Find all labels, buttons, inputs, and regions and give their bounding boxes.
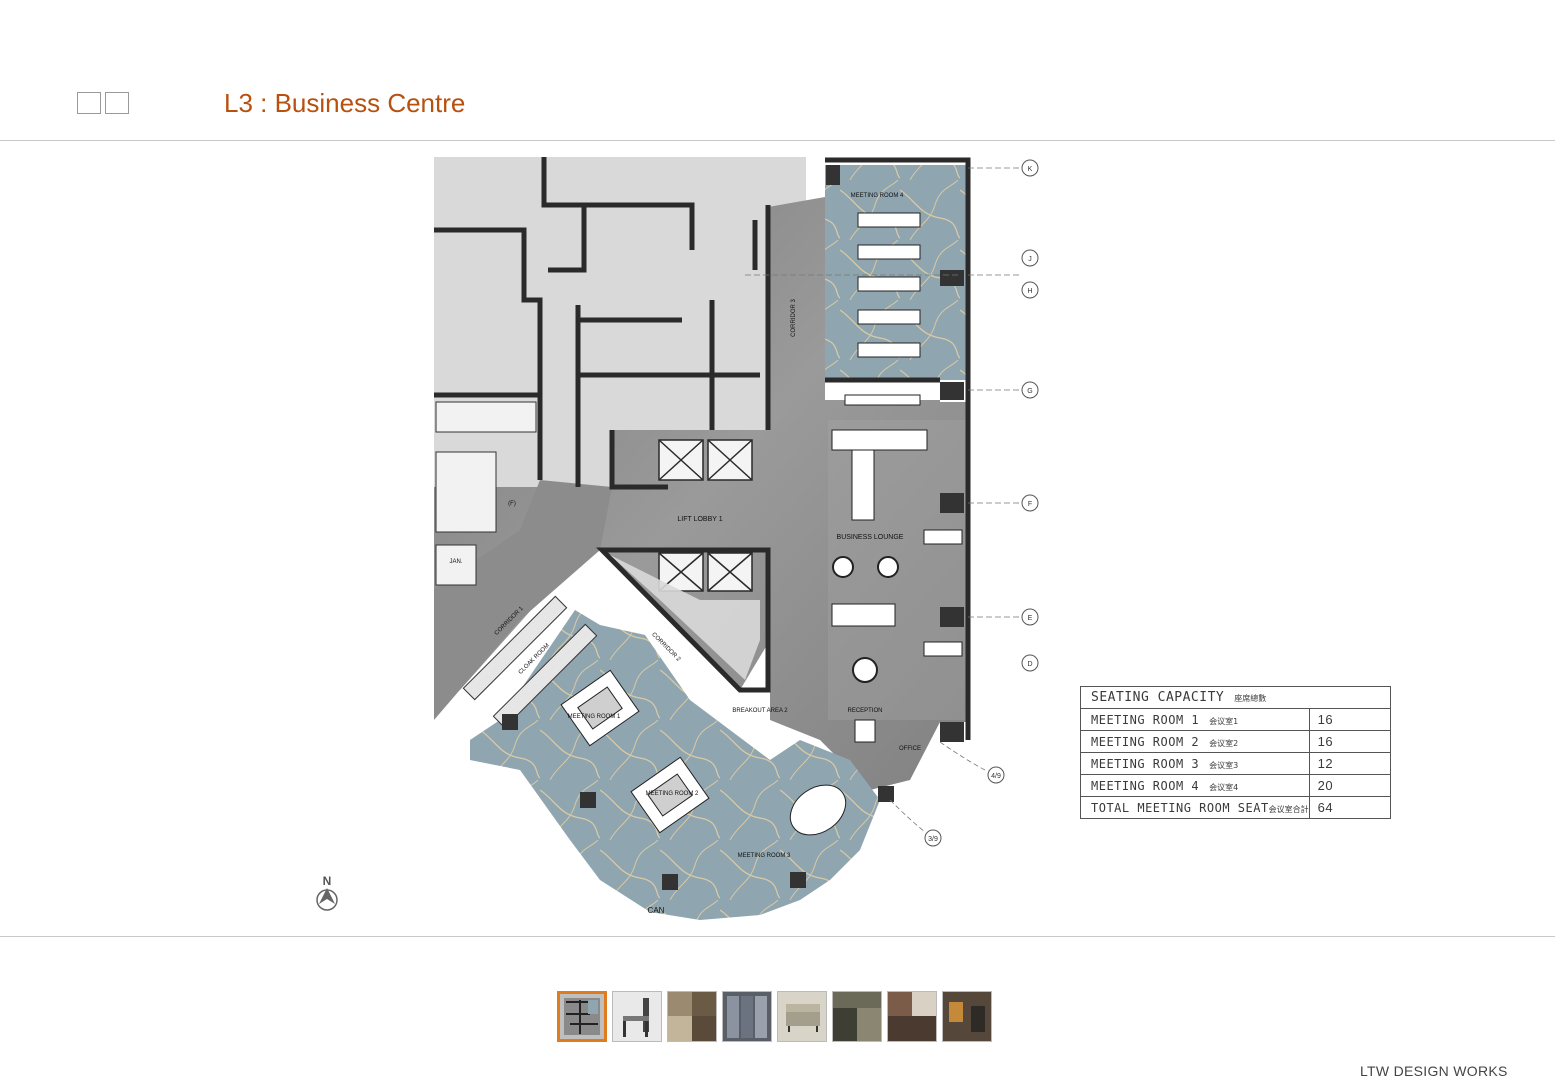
grid-label-k: K bbox=[1028, 166, 1033, 173]
seating-capacity-table: SEATING CAPACITY 座席總數 MEETING ROOM 1 会议室1 … bbox=[1080, 686, 1392, 819]
thumbnail-floor-plan[interactable] bbox=[557, 991, 607, 1042]
restrooms bbox=[435, 401, 537, 586]
page-title: L3 : Business Centre bbox=[224, 88, 466, 118]
row-label-cell: MEETING ROOM 3 会议室3 bbox=[1080, 752, 1310, 775]
business-lounge-label: BUSINESS LOUNGE bbox=[837, 534, 904, 541]
grid-label-3-9: 3/9 bbox=[928, 836, 938, 843]
grid-label-e: E bbox=[1028, 615, 1033, 622]
row-value: 16 bbox=[1308, 730, 1392, 753]
thumbnail-strip bbox=[557, 991, 992, 1042]
row-label-zh: 会议室4 bbox=[1209, 782, 1239, 792]
footer-brand: LTW DESIGN WORKS bbox=[1360, 1063, 1508, 1079]
corridor-3-label: CORRIDOR 3 bbox=[791, 299, 797, 337]
grid-label-d: D bbox=[1027, 661, 1032, 668]
footer-divider bbox=[0, 936, 1555, 937]
grid-label-h: H bbox=[1027, 288, 1032, 295]
lounge-chairs bbox=[832, 556, 899, 683]
can-label: CAN bbox=[648, 906, 665, 915]
table-row: MEETING ROOM 2 会议室2 16 bbox=[1080, 730, 1392, 753]
thumbnail-carpet-samples[interactable] bbox=[832, 991, 882, 1042]
row-label-zh: 会议室合計 bbox=[1268, 804, 1309, 814]
grid-label-j: J bbox=[1028, 256, 1032, 263]
table-row: MEETING ROOM 1 会议室1 16 bbox=[1080, 708, 1392, 731]
grid-label-g: G bbox=[1027, 388, 1032, 395]
row-label: MEETING ROOM 3 bbox=[1091, 756, 1200, 771]
table-header-cell: SEATING CAPACITY 座席總數 bbox=[1080, 686, 1391, 709]
row-label: TOTAL MEETING ROOM SEAT bbox=[1091, 800, 1269, 815]
north-arrow-icon: N bbox=[316, 874, 338, 911]
row-label: MEETING ROOM 4 bbox=[1091, 778, 1200, 793]
row-label: MEETING ROOM 2 bbox=[1091, 734, 1200, 749]
row-value: 12 bbox=[1308, 752, 1392, 775]
row-label-zh: 会议室3 bbox=[1209, 760, 1239, 770]
row-label-zh: 会议室1 bbox=[1209, 716, 1239, 726]
row-label-cell: MEETING ROOM 2 会议室2 bbox=[1080, 730, 1310, 753]
meeting-room-4-label: MEETING ROOM 4 bbox=[851, 193, 904, 199]
grid-label-4-9: 4/9 bbox=[991, 773, 1001, 780]
next-page-button[interactable] bbox=[105, 92, 129, 114]
row-label-cell: MEETING ROOM 4 会议室4 bbox=[1080, 774, 1310, 797]
breakout-label: BREAKOUT AREA 2 bbox=[732, 708, 788, 714]
meeting-room-3-label: MEETING ROOM 3 bbox=[738, 853, 791, 859]
thumbnail-chair[interactable] bbox=[612, 991, 662, 1042]
lifts bbox=[658, 439, 753, 592]
lounge-furniture bbox=[831, 429, 963, 743]
seating-header: SEATING CAPACITY bbox=[1091, 690, 1225, 705]
cloak-room-counter bbox=[462, 595, 598, 729]
thumbnail-finish-samples[interactable] bbox=[887, 991, 937, 1042]
row-label-cell: MEETING ROOM 1 会议室1 bbox=[1080, 708, 1310, 731]
lift-lobby-label: LIFT LOBBY 1 bbox=[677, 516, 722, 523]
row-value: 20 bbox=[1308, 774, 1392, 797]
thumbnail-sofa[interactable] bbox=[777, 991, 827, 1042]
table-row-total: TOTAL MEETING ROOM SEAT会议室合計 64 bbox=[1080, 796, 1392, 819]
lobby-floor bbox=[434, 197, 966, 790]
row-label-cell: TOTAL MEETING ROOM SEAT会议室合計 bbox=[1080, 796, 1310, 819]
row-value: 16 bbox=[1308, 708, 1392, 731]
header-divider bbox=[0, 140, 1555, 141]
floor-plan: MEETING ROOM 4 LIFT LOBBY 1 BUSINESS LOU… bbox=[434, 157, 1039, 920]
row-label-zh: 会议室2 bbox=[1209, 738, 1239, 748]
reception-label: RECEPTION bbox=[847, 708, 882, 714]
seating-header-zh: 座席總數 bbox=[1234, 694, 1267, 703]
columns bbox=[502, 165, 964, 890]
table-row: MEETING ROOM 4 会议室4 20 bbox=[1080, 774, 1392, 797]
office-label: OFFICE bbox=[899, 746, 921, 752]
row-label: MEETING ROOM 1 bbox=[1091, 712, 1200, 727]
f-mark-label: (F) bbox=[508, 501, 516, 507]
table-header-row: SEATING CAPACITY 座席總數 bbox=[1080, 686, 1391, 709]
thumbnail-interior-view[interactable] bbox=[942, 991, 992, 1042]
prev-page-button[interactable] bbox=[77, 92, 101, 114]
meeting-room-1-label: MEETING ROOM 1 bbox=[568, 714, 621, 720]
grid-label-f: F bbox=[1028, 501, 1032, 508]
table-row: MEETING ROOM 3 会议室3 12 bbox=[1080, 752, 1392, 775]
thumbnail-glass-partition[interactable] bbox=[722, 991, 772, 1042]
jan-label: JAN. bbox=[449, 559, 462, 565]
walls bbox=[434, 157, 971, 740]
meeting-room-2-label: MEETING ROOM 2 bbox=[646, 791, 699, 797]
row-value: 64 bbox=[1308, 796, 1392, 819]
thumbnail-material-swatches[interactable] bbox=[667, 991, 717, 1042]
meeting-room-4-tables bbox=[844, 212, 921, 406]
north-label: N bbox=[323, 874, 332, 888]
